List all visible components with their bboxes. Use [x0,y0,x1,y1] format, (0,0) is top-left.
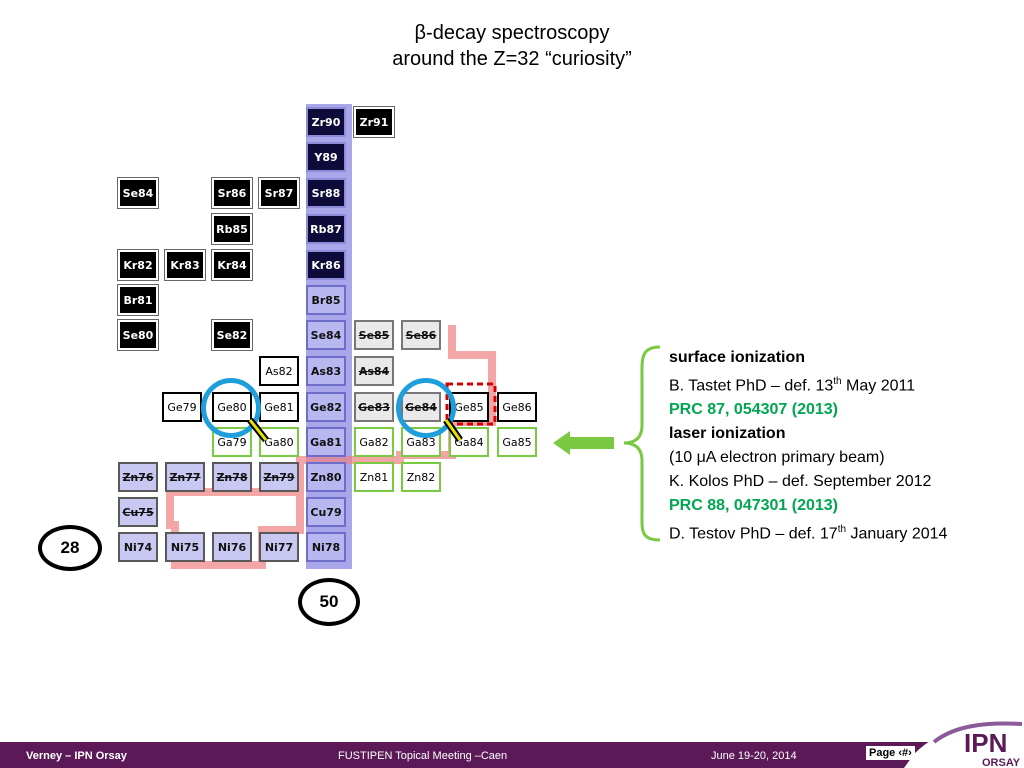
references-text: surface ionization B. Tastet PhD – def. … [669,346,947,547]
nuclide-ga80: Ga80 [259,427,299,457]
nuclide-cu79: Cu79 [306,497,346,527]
nuclide-y89: Y89 [306,142,346,172]
nuclide-se82: Se82 [211,319,253,351]
nuclide-rb85: Rb85 [211,213,253,245]
nuclide-br81: Br81 [117,284,159,316]
nuclide-kr83: Kr83 [164,249,206,281]
footer-bar: Verney – IPN Orsay FUSTIPEN Topical Meet… [0,742,1024,768]
nuclide-as82: As82 [259,356,299,386]
testov-date: January 2014 [846,525,948,543]
footer-date: June 19-20, 2014 [711,750,797,762]
ipn-orsay-logo: IPN ORSAY [904,714,1024,768]
footer-page: Page ‹#› [866,746,915,760]
nuclide-zn78: Zn78 [212,462,252,492]
kolos-line: K. Kolos PhD – def. September 2012 [669,473,932,491]
testov-sup: th [837,524,847,536]
tastet-line: B. Tastet PhD – def. 13th May 2011 [669,370,947,398]
nuclide-as83: As83 [306,356,346,386]
slide-title: β-decay spectroscopy around the Z=32 “cu… [0,20,1024,72]
laser-ionization-heading: laser ionization [669,425,786,443]
tastet-sup: th [833,376,842,387]
nuclide-ni74: Ni74 [118,532,158,562]
ge80-highlight-circle [201,378,261,438]
magic-number-28: 28 [38,525,102,571]
nuclide-br85: Br85 [306,285,346,315]
ge84-highlight-circle [396,378,456,438]
nuclide-rb87: Rb87 [306,214,346,244]
nuclide-ni78: Ni78 [306,532,346,562]
logo-orsay: ORSAY [982,757,1021,768]
tastet-date: May 2011 [841,377,916,395]
prc87-reference: PRC 87, 054307 (2013) [669,401,838,419]
tastet-text: B. Tastet PhD – def. 13 [669,377,834,395]
magic-number-50: 50 [298,578,360,626]
nuclide-kr84: Kr84 [211,249,253,281]
nuclide-as84: As84 [354,356,394,386]
surface-ionization-heading: surface ionization [669,349,806,366]
title-line-2: around the Z=32 “curiosity” [392,48,632,70]
nuclide-ni77: Ni77 [259,532,299,562]
nuclide-ni75: Ni75 [165,532,205,562]
nuclide-sr88: Sr88 [306,178,346,208]
nuclide-zn79: Zn79 [259,462,299,492]
nuclide-ge79: Ge79 [162,392,202,422]
beam-line: (10 μA electron primary beam) [669,449,885,467]
nuclide-se80: Se80 [117,319,159,351]
footer-author: Verney – IPN Orsay [26,750,127,762]
curly-brace-icon [623,345,661,542]
prc88-reference: PRC 88, 047301 (2013) [669,497,838,515]
testov-text: D. Testov PhD – def. 17 [669,525,838,543]
nuclide-zn77: Zn77 [165,462,205,492]
testov-line: D. Testov PhD – def. 17th January 2014 [669,518,947,546]
nuclide-se84b: Se84 [306,320,346,350]
nuclide-ge82: Ge82 [306,392,346,422]
nuclide-zn81: Zn81 [354,462,394,492]
nuclide-ge81: Ge81 [259,392,299,422]
nuclide-zn76: Zn76 [118,462,158,492]
nuclide-se86: Se86 [401,320,441,350]
left-arrow-icon [553,431,614,455]
title-line-1: β-decay spectroscopy [414,22,610,44]
nuclide-sr87: Sr87 [258,177,300,209]
nuclide-ga81: Ga81 [306,427,346,457]
nuclide-ge83: Ge83 [354,392,394,422]
nuclide-zn80: Zn80 [306,462,346,492]
logo-ipn: IPN [964,728,1007,758]
nuclide-zr91: Zr91 [353,106,395,138]
nuclide-zn82: Zn82 [401,462,441,492]
nuclide-zr90: Zr90 [306,107,346,137]
nuclide-se84a: Se84 [117,177,159,209]
nuclide-ge86: Ge86 [497,392,537,422]
nuclide-cu75: Cu75 [118,497,158,527]
nuclide-kr86: Kr86 [306,250,346,280]
nuclide-ga85: Ga85 [497,427,537,457]
nuclide-sr86: Sr86 [211,177,253,209]
nuclide-kr82: Kr82 [117,249,159,281]
nuclide-ga82: Ga82 [354,427,394,457]
footer-meeting: FUSTIPEN Topical Meeting –Caen [338,750,508,762]
nuclide-se85: Se85 [354,320,394,350]
nuclide-ni76: Ni76 [212,532,252,562]
